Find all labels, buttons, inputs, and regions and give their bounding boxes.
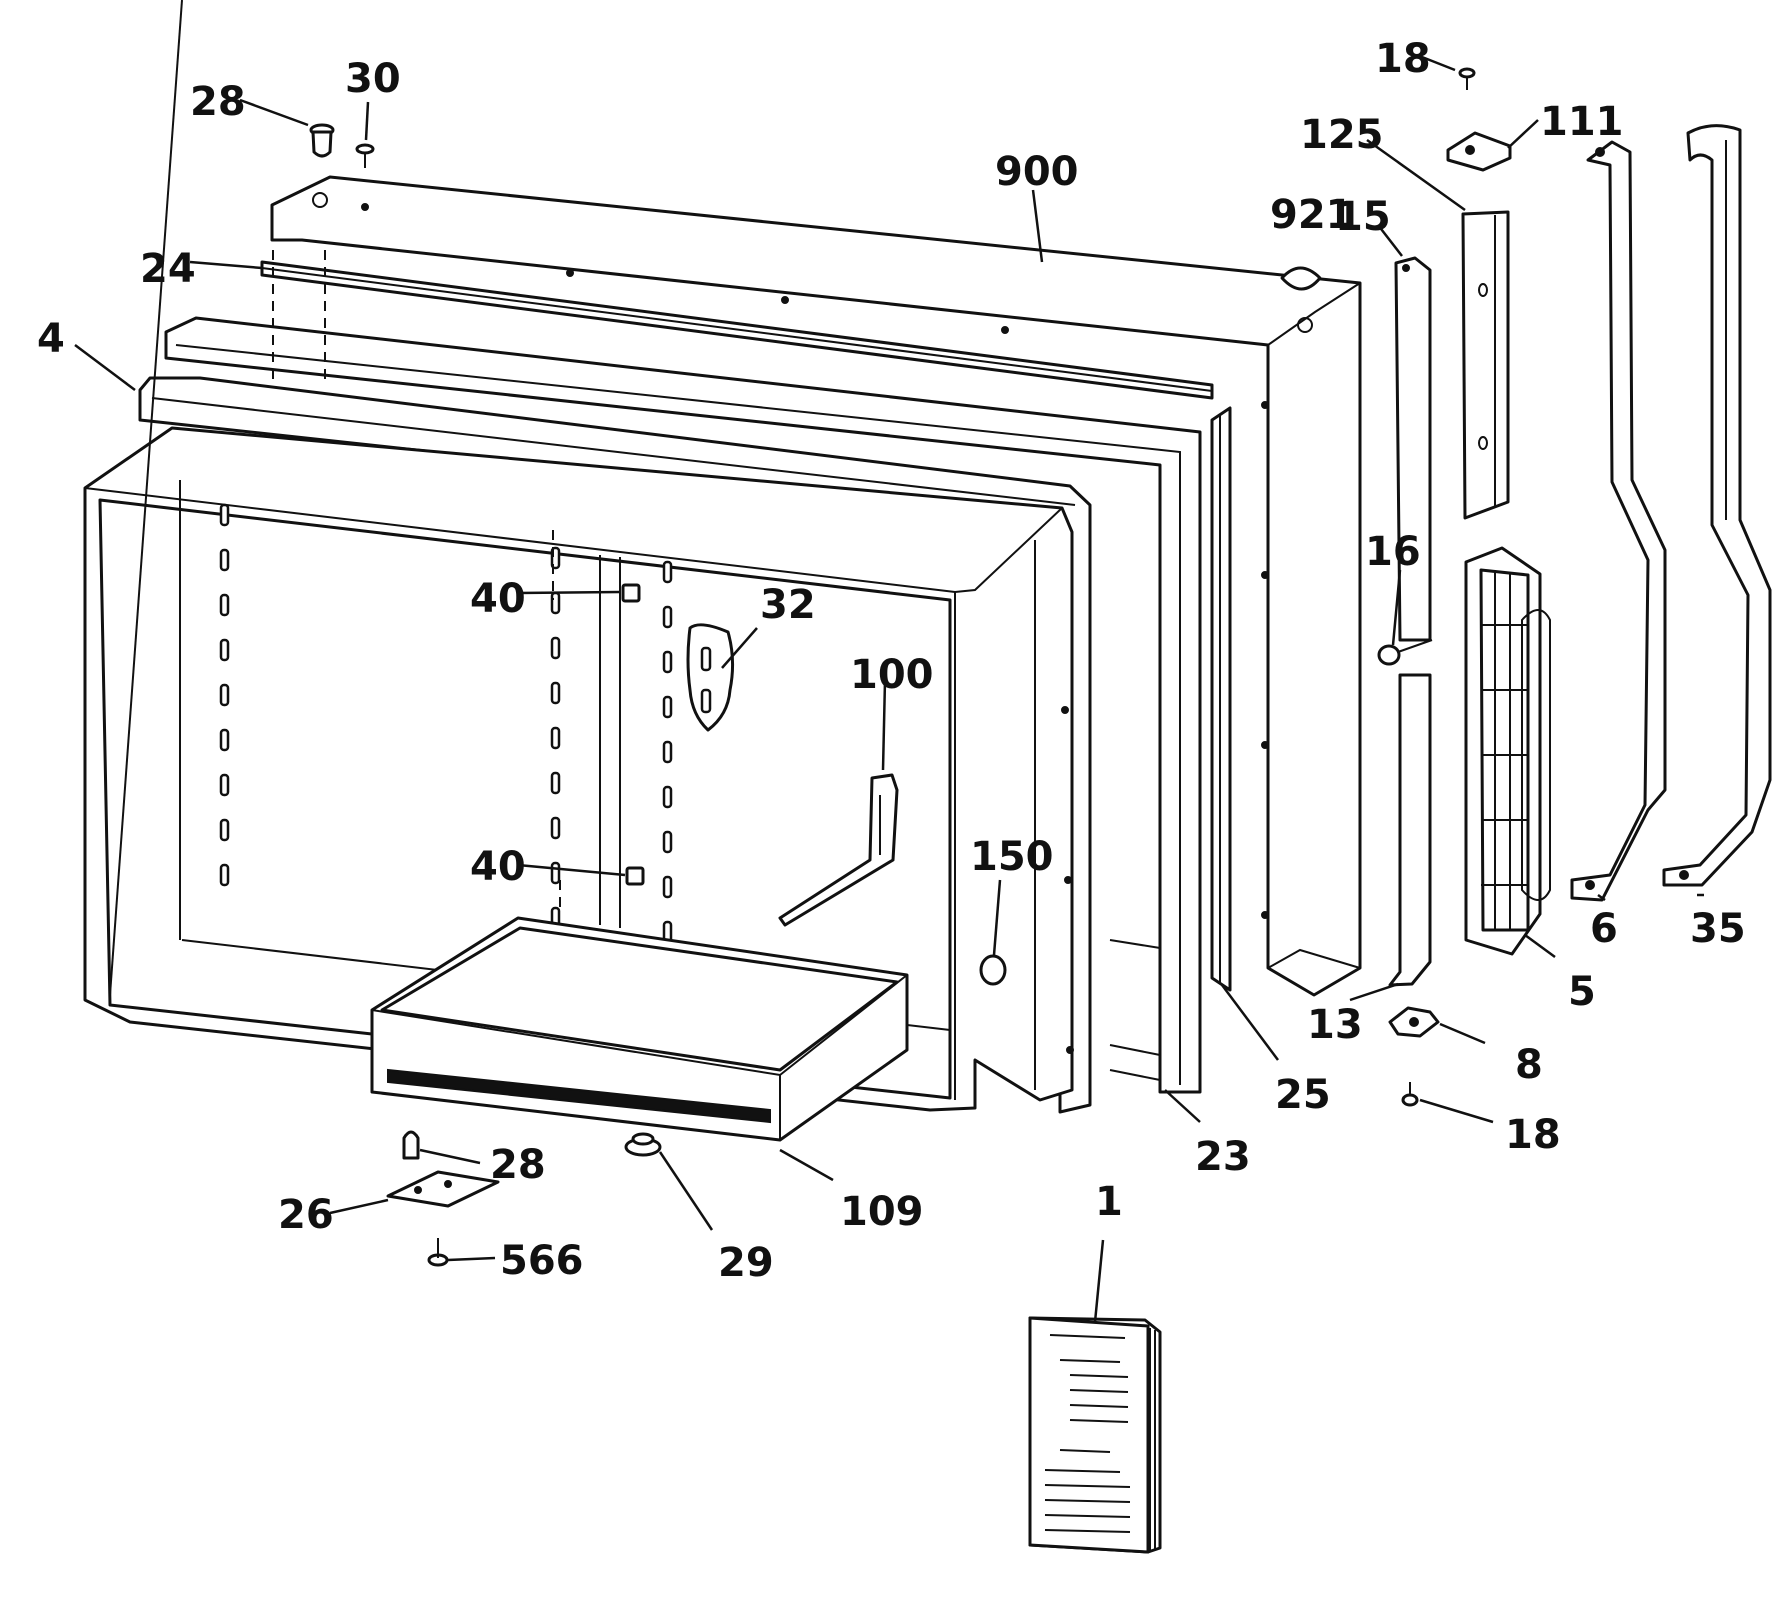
door-strap-6 xyxy=(1570,140,1667,902)
hinge-cap-111 xyxy=(1446,131,1512,172)
door-strap-35 xyxy=(1662,124,1772,887)
screw-566 xyxy=(427,1238,449,1267)
shelf-slots-center xyxy=(550,546,561,930)
manual-booklet-1 xyxy=(1028,1316,1162,1554)
pan-109 xyxy=(370,916,909,1142)
screw-18-bottom xyxy=(1401,1082,1419,1107)
screw-16 xyxy=(1377,639,1433,666)
callout-100: 100 xyxy=(850,652,934,698)
callout-40-top: 40 xyxy=(470,576,526,622)
shelf-support-40-bottom xyxy=(625,866,645,886)
callout-29: 29 xyxy=(718,1240,774,1286)
door-gasket-23 xyxy=(164,316,1202,1094)
callout-921: 921 xyxy=(1270,192,1354,238)
side-trim-15 xyxy=(1394,256,1432,642)
callout-16: 16 xyxy=(1365,529,1421,575)
callout-28-top: 28 xyxy=(190,79,246,125)
shelf-slots-right xyxy=(662,560,673,944)
callout-23: 23 xyxy=(1195,1134,1251,1180)
shelf-support-40-top xyxy=(621,583,641,603)
callout-6: 6 xyxy=(1590,906,1618,952)
callout-15: 15 xyxy=(1335,194,1391,240)
pin-28-bottom xyxy=(402,1130,420,1160)
hinge-8 xyxy=(1388,1006,1440,1038)
callout-566: 566 xyxy=(500,1238,584,1284)
callout-125: 125 xyxy=(1300,112,1384,158)
callout-labels: 28 30 900 921 18 125 111 15 24 4 40 32 1… xyxy=(37,36,1746,1286)
side-gasket-strip-25 xyxy=(1210,406,1232,992)
callout-13: 13 xyxy=(1307,1002,1363,1048)
callout-18-bottom: 18 xyxy=(1505,1112,1561,1158)
top-trim-strip-24 xyxy=(260,260,1214,400)
stud-150 xyxy=(979,954,1007,986)
bumper-29 xyxy=(624,1132,662,1157)
callout-30: 30 xyxy=(345,56,401,102)
callout-8: 8 xyxy=(1515,1042,1543,1088)
callout-40-bottom: 40 xyxy=(470,844,526,890)
callout-25: 25 xyxy=(1275,1072,1331,1118)
callout-26: 26 xyxy=(278,1192,334,1238)
plug-button-921 xyxy=(1280,266,1322,291)
callout-5: 5 xyxy=(1568,969,1596,1015)
pin-28-top xyxy=(309,123,335,158)
leader-lines xyxy=(74,55,1704,1323)
callout-35: 35 xyxy=(1690,906,1746,952)
bracket-100 xyxy=(778,773,899,927)
callout-111: 111 xyxy=(1540,99,1624,145)
shelf-slots-left xyxy=(219,503,230,887)
screw-30 xyxy=(355,143,375,168)
callout-900: 900 xyxy=(995,149,1079,195)
callout-150: 150 xyxy=(970,834,1054,880)
side-trim-13 xyxy=(1388,673,1432,987)
callout-18-top: 18 xyxy=(1375,36,1431,82)
screw-18-top xyxy=(1458,67,1476,90)
callout-109: 109 xyxy=(840,1189,924,1235)
callout-24: 24 xyxy=(140,246,196,292)
callout-32: 32 xyxy=(760,582,816,628)
channel-125 xyxy=(1461,210,1510,520)
callout-4: 4 xyxy=(37,316,65,362)
grille-5 xyxy=(1464,546,1551,956)
hinge-plate-26 xyxy=(386,1170,500,1208)
alignment-lines xyxy=(272,250,561,910)
callout-28-bottom: 28 xyxy=(490,1142,546,1188)
rail-detail-32 xyxy=(686,623,735,732)
callout-1: 1 xyxy=(1095,1179,1123,1225)
outer-door-panel-900 xyxy=(270,175,1362,997)
